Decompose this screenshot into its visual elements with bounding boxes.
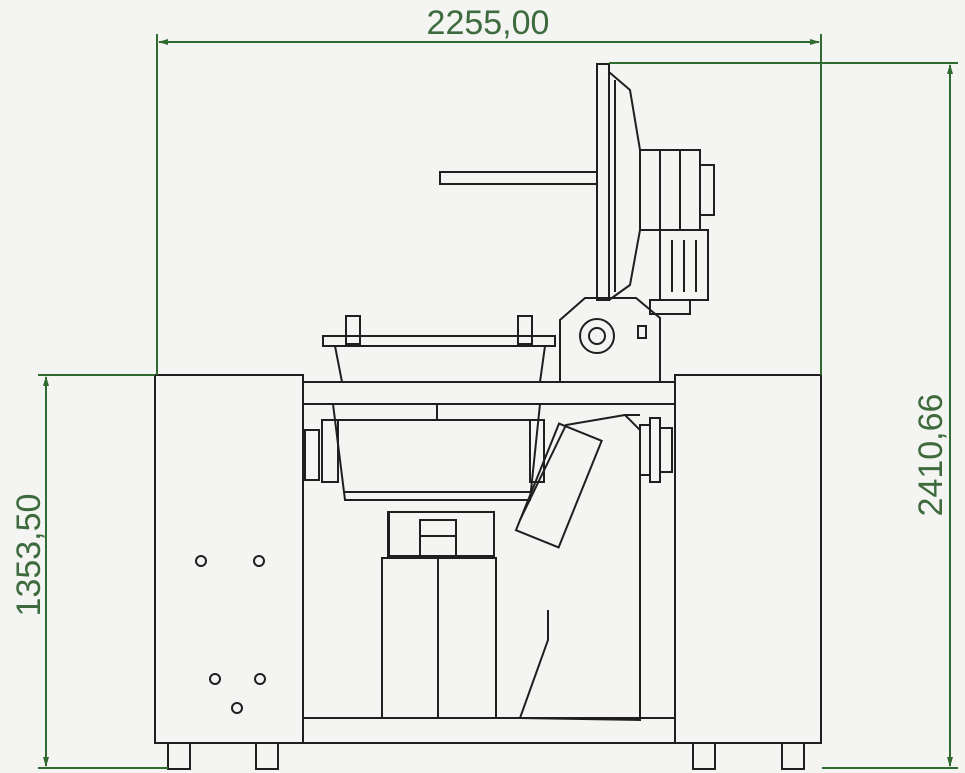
top-beam [302,381,676,405]
feet [167,742,805,770]
support-column [381,511,497,719]
bottom-frame [302,717,676,744]
upright-pedestal [559,297,661,383]
slanted-arm [514,413,641,722]
width-dimension-label: 2255,00 [427,4,550,42]
top-tray [322,315,556,383]
face-plate [596,63,641,301]
spindle-arm [439,171,598,185]
motor-gearbox [639,149,715,315]
base-height-dimension [38,374,168,769]
dimension-annotations [38,34,958,769]
left-bracket [304,429,320,481]
left-cabinet [154,374,304,744]
machine-elevation [154,63,822,770]
total-height-dimension [609,62,958,769]
side-flange [639,417,673,483]
drum-housing [321,403,545,501]
width-dimension [156,34,822,375]
total-height-dimension-label: 2410,66 [912,394,950,517]
base-height-dimension-label: 1353,50 [10,494,48,617]
right-cabinet [674,374,822,744]
